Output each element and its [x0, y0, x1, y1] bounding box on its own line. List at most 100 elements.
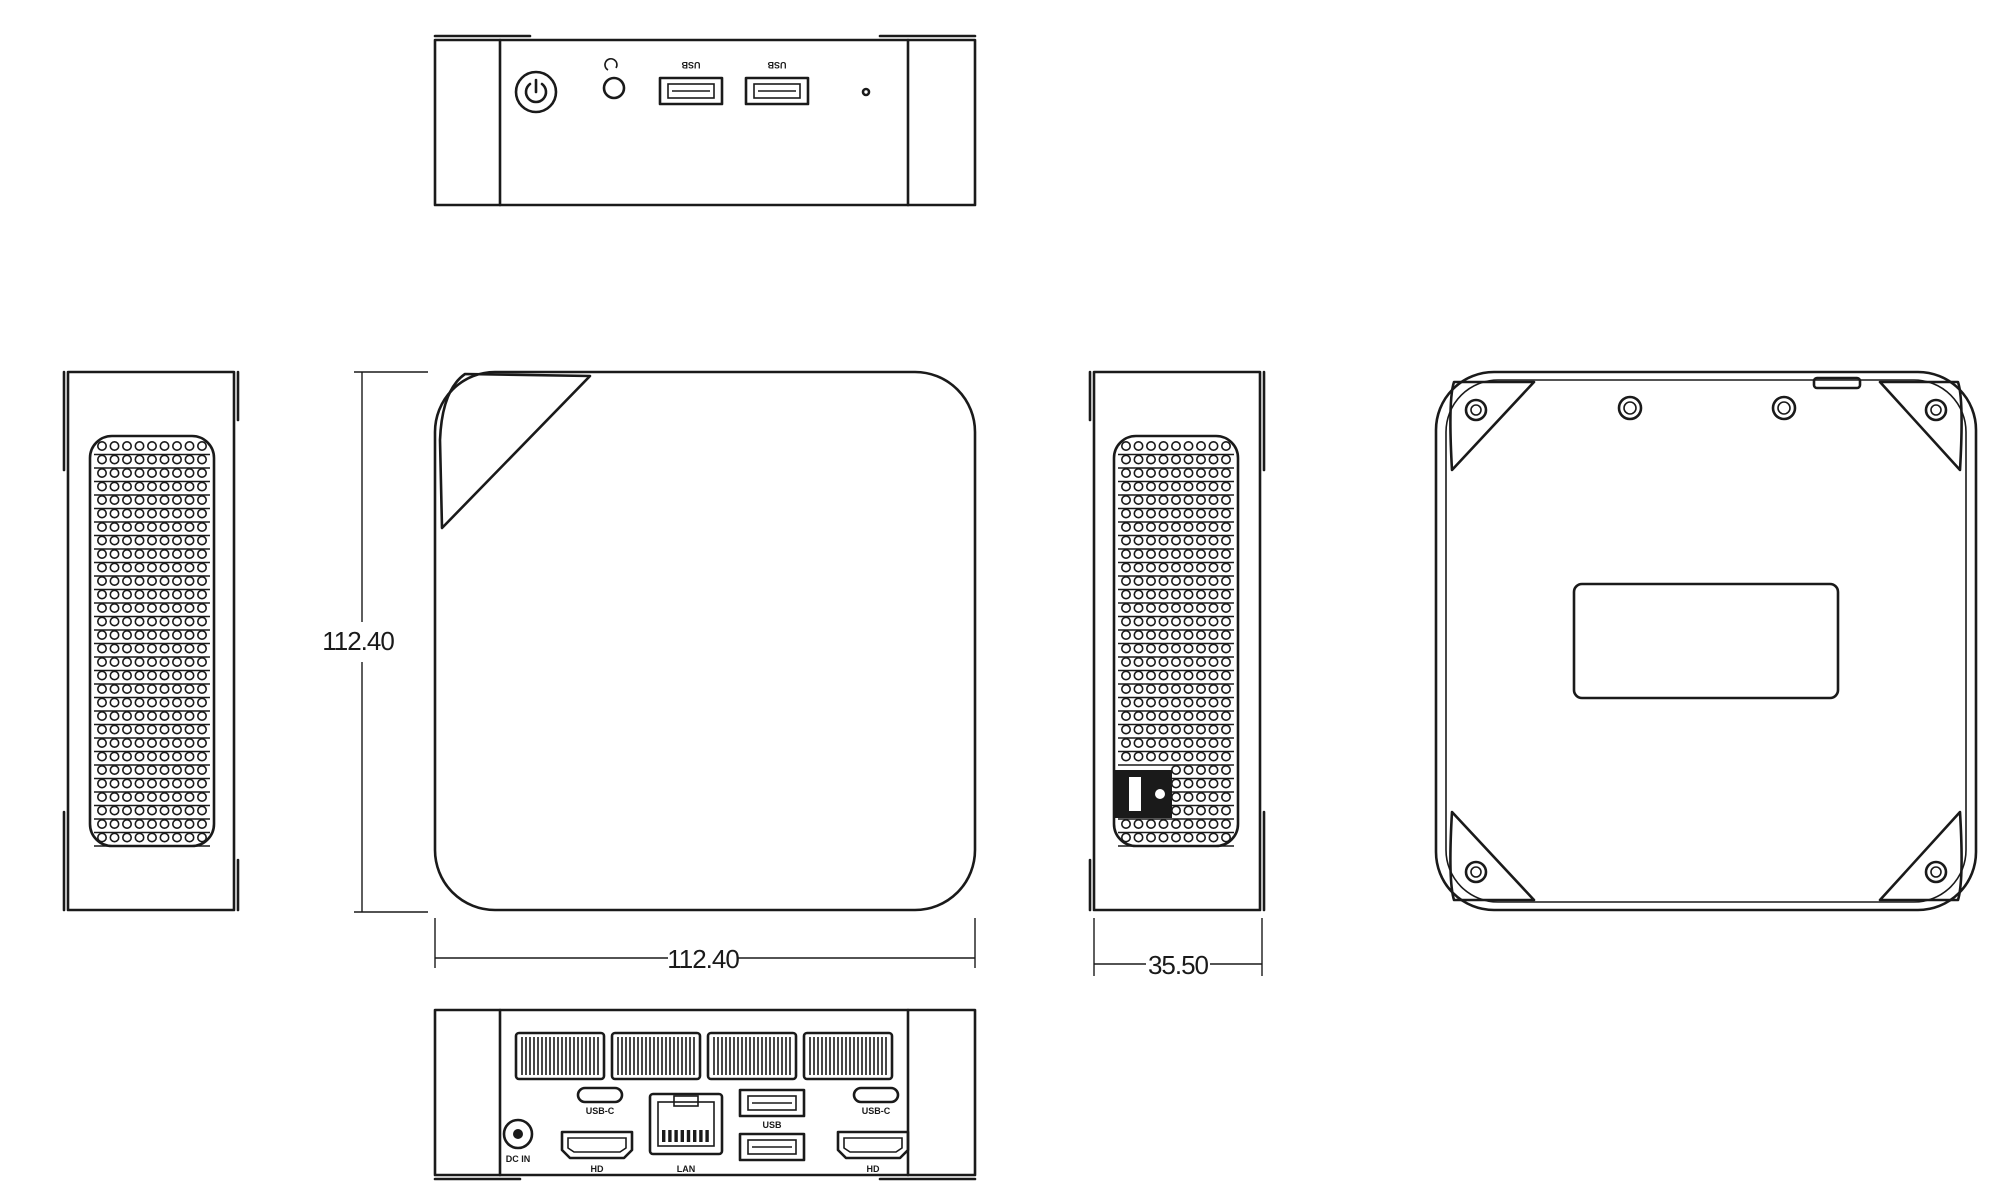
right-side-view: 35.50	[1088, 370, 1266, 980]
vent-hole	[147, 778, 158, 789]
vent-hole	[159, 481, 170, 492]
vent-hole	[109, 818, 120, 829]
vent-hole	[147, 737, 158, 748]
vent-hole	[122, 616, 133, 627]
vent-hole	[184, 683, 195, 694]
usb-label: USB	[767, 60, 787, 70]
vent-hole	[197, 778, 208, 789]
vent-hole	[172, 697, 183, 708]
vent-hole	[134, 737, 145, 748]
vent-hole	[1133, 616, 1144, 627]
vent-hole	[134, 764, 145, 775]
usb-port-icon: USB	[658, 60, 724, 106]
vent-hole	[184, 602, 195, 613]
vent-hole	[1121, 535, 1132, 546]
vent-hole	[172, 454, 183, 465]
vent-hole	[159, 467, 170, 478]
screw-icon	[1924, 860, 1948, 884]
vent-hole	[159, 508, 170, 519]
vent-hole	[1121, 683, 1132, 694]
vent-hole	[1158, 494, 1169, 505]
vent-hole	[1196, 548, 1207, 559]
vent-hole	[172, 629, 183, 640]
vent-hole	[147, 656, 158, 667]
vent-hole	[184, 562, 195, 573]
vent-hole	[109, 805, 120, 816]
vent-hole	[1146, 670, 1157, 681]
vent-hole	[1133, 737, 1144, 748]
vent-hole	[147, 454, 158, 465]
vent-hole	[1146, 710, 1157, 721]
label-area	[1572, 582, 1840, 700]
vent-hole	[97, 751, 108, 762]
vent-hole	[1158, 548, 1169, 559]
vent-hole	[134, 670, 145, 681]
vent-hole	[1146, 832, 1157, 843]
vent-hole	[1121, 481, 1132, 492]
vent-hole	[1158, 589, 1169, 600]
vent-hole	[147, 697, 158, 708]
vent-hole	[172, 494, 183, 505]
vent-hole	[1196, 535, 1207, 546]
vent-hole	[159, 791, 170, 802]
vent-hole	[197, 751, 208, 762]
vent-hole	[97, 440, 108, 451]
vent-hole	[1158, 508, 1169, 519]
vent-hole	[1146, 508, 1157, 519]
vent-hole	[1146, 616, 1157, 627]
vent-hole	[134, 467, 145, 478]
vent-hole	[1208, 440, 1219, 451]
vent-hole	[97, 832, 108, 843]
vent-hole	[1183, 494, 1194, 505]
lan-pin	[662, 1130, 666, 1142]
vent-hole	[97, 818, 108, 829]
vent-hole	[1146, 467, 1157, 478]
vent-hole	[1121, 602, 1132, 613]
vent-hole	[1196, 818, 1207, 829]
vent-hole	[1146, 737, 1157, 748]
vent-hole	[159, 616, 170, 627]
vent-hole	[1208, 454, 1219, 465]
vent-hole	[122, 629, 133, 640]
vent-hole	[1133, 521, 1144, 532]
vent-hole	[184, 643, 195, 654]
vent-hole	[197, 548, 208, 559]
vent-hole	[147, 508, 158, 519]
front-io-view: USB USB	[433, 34, 977, 207]
vent-hole	[1183, 724, 1194, 735]
vent-hole	[172, 832, 183, 843]
vent-hole	[1221, 521, 1232, 532]
vent-hole	[122, 670, 133, 681]
vent-hole	[1146, 643, 1157, 654]
vent-hole	[1183, 683, 1194, 694]
vent-hole	[1208, 481, 1219, 492]
vent-hole	[1221, 751, 1232, 762]
vent-hole	[1171, 710, 1182, 721]
vent-hole	[109, 521, 120, 532]
vent-hole	[184, 656, 195, 667]
vent-hole	[184, 440, 195, 451]
vent-hole	[97, 535, 108, 546]
vent-hole	[122, 791, 133, 802]
vent-hole	[1121, 548, 1132, 559]
vent-hole	[122, 494, 133, 505]
vent-hole	[1158, 656, 1169, 667]
vent-hole	[1121, 670, 1132, 681]
vent-hole	[159, 602, 170, 613]
vent-hole	[1196, 602, 1207, 613]
vent-hole	[1221, 629, 1232, 640]
vent-hole	[159, 818, 170, 829]
vent-hole	[109, 751, 120, 762]
vent-hole	[1208, 616, 1219, 627]
vent-hole	[97, 805, 108, 816]
vent-hole	[1196, 643, 1207, 654]
vent-hole	[97, 562, 108, 573]
vent-hole	[197, 670, 208, 681]
vent-hole	[109, 697, 120, 708]
vent-hole	[147, 562, 158, 573]
vent-hole	[134, 791, 145, 802]
vent-hole	[1133, 710, 1144, 721]
vent-hole	[1171, 670, 1182, 681]
vent-hole	[159, 832, 170, 843]
vent-hole	[1158, 737, 1169, 748]
